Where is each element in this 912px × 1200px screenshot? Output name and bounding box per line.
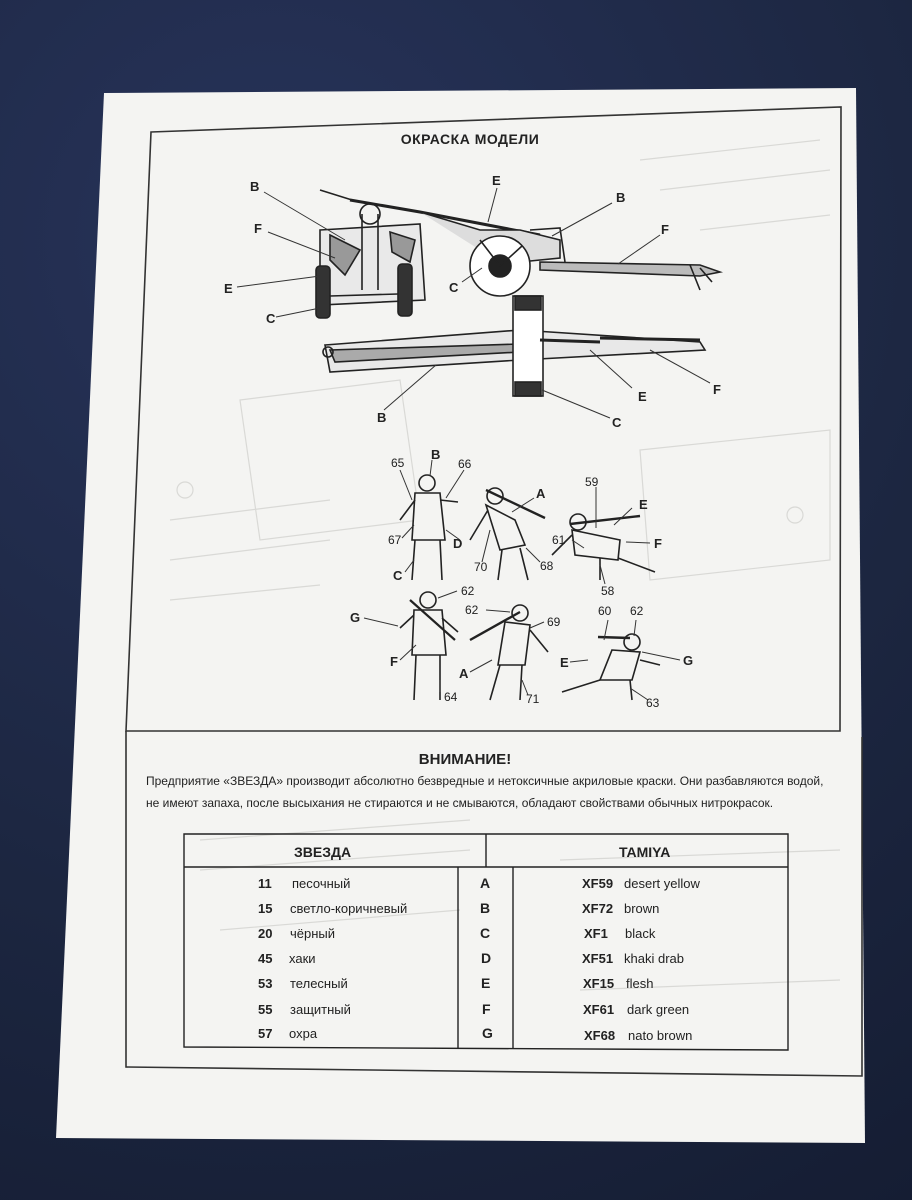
fig-letter-f2: F [390, 654, 398, 669]
color-letter: F [482, 1001, 491, 1017]
fig-letter-c: C [393, 568, 403, 583]
soldier-3 [551, 513, 656, 580]
fig-num-66: 66 [458, 457, 472, 471]
callout-side-b: B [616, 190, 626, 205]
callout-side-f: F [661, 222, 669, 237]
gun-leader-lines [236, 187, 711, 419]
tamiya-color-name: nato brown [628, 1028, 693, 1043]
fig-num-63: 63 [646, 696, 660, 710]
paper-sheet [56, 88, 865, 1143]
tamiya-code: XF1 [584, 926, 608, 941]
callout-front-c: C [266, 311, 276, 326]
fig-num-64: 64 [444, 690, 458, 704]
tamiya-code: XF61 [583, 1002, 615, 1017]
callout-front-b: B [250, 179, 260, 194]
zvezda-number: 55 [258, 1002, 273, 1017]
color-letter: A [480, 875, 491, 891]
fig-num-68: 68 [540, 559, 554, 573]
zvezda-color-name: хаки [289, 951, 316, 966]
fig-num-62b: 62 [465, 603, 479, 617]
soldier-5 [469, 604, 549, 701]
tamiya-code: XF68 [584, 1028, 616, 1043]
fig-letter-d: D [453, 536, 463, 551]
fig-num-69: 69 [547, 615, 561, 629]
fig-num-60: 60 [598, 604, 612, 618]
fig-num-65: 65 [391, 456, 405, 470]
lower-frame [125, 731, 863, 1077]
fig-num-61: 61 [552, 533, 566, 547]
color-letter: C [480, 925, 491, 941]
soldier-4 [399, 591, 459, 701]
zvezda-number: 45 [258, 951, 273, 966]
zvezda-number: 11 [258, 876, 272, 891]
gun-top-view [322, 295, 707, 397]
gun-side-view [319, 189, 724, 297]
soldier-2 [469, 487, 546, 581]
tamiya-color-name: dark green [627, 1002, 690, 1017]
zvezda-number: 20 [258, 926, 273, 941]
callout-top-c: C [612, 415, 622, 430]
attention-text: Предприятие «ЗВЕЗДА» производит абсолютн… [146, 774, 824, 810]
tamiya-color-name: khaki drab [624, 951, 684, 966]
tamiya-code: XF72 [582, 901, 614, 916]
soldier-6 [561, 633, 661, 701]
fig-letter-g1: G [350, 610, 361, 625]
zvezda-color-name: чёрный [290, 926, 336, 941]
zvezda-number: 53 [258, 976, 273, 991]
color-letter: E [481, 975, 491, 991]
callout-top-b: B [377, 410, 387, 425]
color-letter: G [482, 1025, 493, 1041]
callout-front-e: E [224, 281, 233, 296]
fig-letter-b: B [431, 447, 441, 462]
table-header-zvezda: ЗВЕЗДА [294, 844, 352, 860]
page-title: ОКРАСКА МОДЕЛИ [400, 131, 540, 147]
tamiya-color-name: black [625, 926, 656, 941]
tamiya-color-name: desert yellow [624, 876, 700, 891]
zvezda-color-name: песочный [292, 876, 351, 891]
fig-num-67: 67 [388, 533, 402, 547]
table-header-tamiya: TAMIYA [619, 844, 671, 860]
fig-num-62c: 62 [630, 604, 644, 618]
fig-num-62a: 62 [461, 584, 475, 598]
figure-leader-lines [363, 459, 681, 701]
zvezda-number: 57 [258, 1026, 273, 1041]
tamiya-code: XF15 [583, 976, 615, 991]
zvezda-color-name: телесный [290, 976, 348, 991]
fig-num-70: 70 [474, 560, 488, 574]
fig-letter-f1: F [654, 536, 662, 551]
fig-num-59: 59 [585, 475, 599, 489]
tamiya-color-name: brown [624, 901, 660, 916]
gun-front-view [315, 203, 426, 319]
upper-frame [125, 106, 842, 732]
tamiya-code: XF59 [582, 876, 614, 891]
fig-letter-e1: E [639, 497, 648, 512]
zvezda-number: 15 [258, 901, 273, 916]
callout-front-f: F [254, 221, 262, 236]
zvezda-color-name: защитный [290, 1002, 351, 1017]
callout-side-c: C [449, 280, 459, 295]
fig-letter-e2: E [560, 655, 569, 670]
callout-top-e: E [638, 389, 647, 404]
color-letter: B [480, 900, 491, 916]
fig-letter-a2: A [459, 666, 469, 681]
soldier-figures [399, 474, 661, 701]
fig-num-71: 71 [526, 692, 540, 706]
fig-letter-a1: A [536, 486, 546, 501]
tamiya-color-name: flesh [626, 976, 654, 991]
color-letter: D [481, 950, 492, 966]
zvezda-color-name: светло-коричневый [290, 901, 408, 916]
attention-title: ВНИМАНИЕ! [418, 751, 512, 768]
paint-table-grid [183, 833, 789, 1051]
callout-top-f: F [713, 382, 721, 397]
soldier-1 [399, 474, 459, 581]
fig-letter-g2: G [683, 653, 694, 668]
zvezda-color-name: охра [289, 1026, 318, 1041]
tamiya-code: XF51 [582, 951, 614, 966]
fig-num-58: 58 [601, 584, 615, 598]
callout-side-e: E [492, 173, 501, 188]
